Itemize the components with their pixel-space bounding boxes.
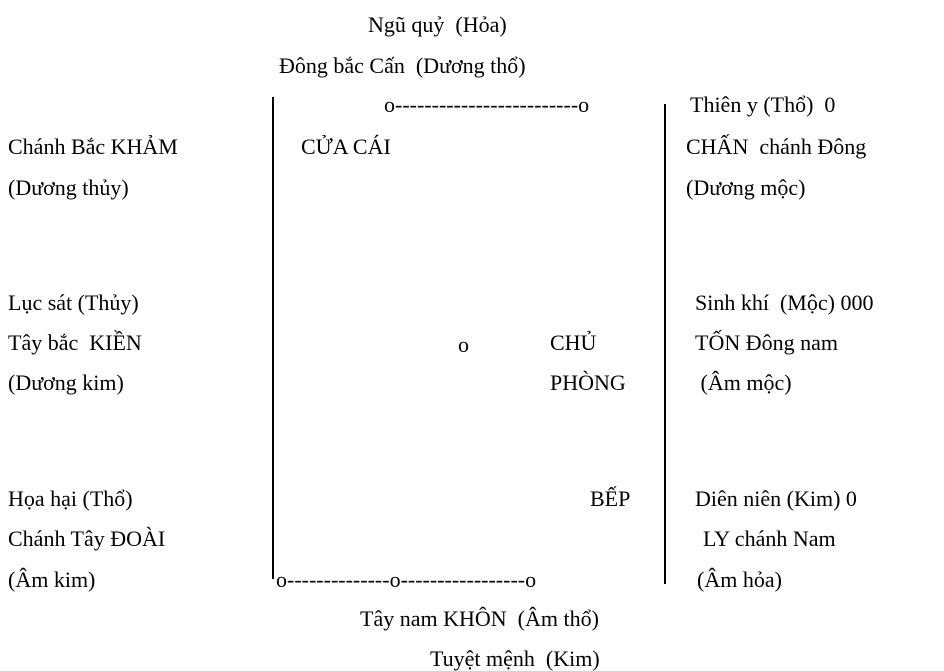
left-west-line1: Họa hại (Thổ) [8, 486, 133, 511]
master-room-line1: CHỦ [550, 330, 597, 355]
top-edge-dashes: o-------------------------o [384, 94, 590, 116]
left-north-line2: (Dương thủy) [8, 175, 129, 200]
kitchen-label: BẾP [590, 486, 631, 511]
right-southeast-line2: TỐN Đông nam [695, 330, 838, 355]
right-south-line1: Diên niên (Kim) 0 [695, 486, 857, 511]
left-west-line2: Chánh Tây ĐOÀI [8, 526, 166, 551]
top-direction-star: Ngũ quỷ (Hỏa) [368, 12, 507, 37]
bottom-direction-star: Tuyệt mệnh (Kim) [430, 646, 600, 671]
bottom-direction-label: Tây nam KHÔN (Âm thổ) [360, 606, 599, 631]
right-east-line2: (Dương mộc) [686, 175, 806, 200]
master-room-line2: PHÒNG [550, 370, 626, 395]
right-south-line3: (Âm hỏa) [697, 567, 782, 592]
center-mark: o [458, 332, 469, 357]
left-northwest-line3: (Dương kim) [8, 370, 124, 395]
right-wall-line [664, 104, 666, 584]
top-direction-label: Đông bắc Cấn (Dương thổ) [279, 53, 526, 78]
bottom-edge-dashes: o--------------o-----------------o [276, 569, 537, 591]
left-northwest-line1: Lục sát (Thủy) [8, 290, 139, 315]
right-southeast-line1: Sinh khí (Mộc) 000 [695, 290, 874, 315]
main-door-label: CỬA CÁI [301, 134, 391, 159]
right-south-line2: LY chánh Nam [703, 526, 836, 551]
left-north-line1: Chánh Bắc KHẢM [8, 134, 178, 159]
left-wall-line [272, 97, 274, 579]
top-right-star: Thiên y (Thổ) 0 [690, 92, 836, 117]
left-west-line3: (Âm kim) [8, 567, 96, 592]
right-southeast-line3: (Âm mộc) [695, 370, 792, 395]
right-east-line1: CHẤN chánh Đông [686, 134, 867, 159]
left-northwest-line2: Tây bắc KIỀN [8, 330, 142, 355]
